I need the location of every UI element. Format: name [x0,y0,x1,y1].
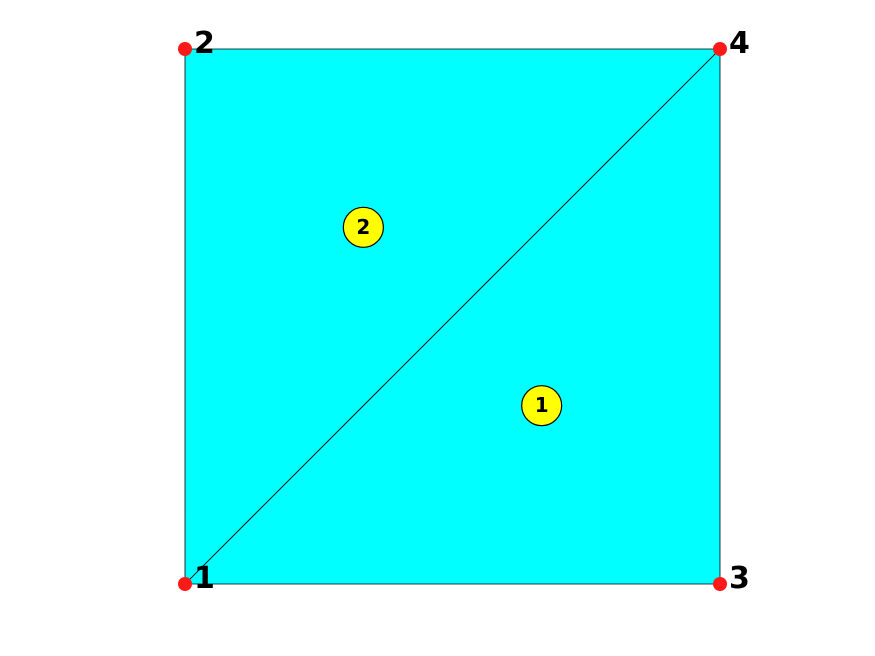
node-2-point [178,42,192,56]
element-marker-1: 1 [521,385,563,427]
element-2 [184,48,721,585]
node-1-label: 1 [194,561,215,596]
node-4-point [713,42,727,56]
element-label: 1 [535,393,549,417]
node-2-label: 2 [194,26,215,61]
element-marker-2: 2 [342,206,384,248]
element-label: 2 [356,215,370,239]
elements-layer [184,48,721,585]
element-marker-circle [342,206,384,248]
element-markers-layer: 12 [342,206,563,427]
element-marker-circle [521,385,563,427]
node-4-label: 4 [729,26,750,61]
node-3-point [713,577,727,591]
node-3-label: 3 [729,561,750,596]
node-1-point [178,577,192,591]
